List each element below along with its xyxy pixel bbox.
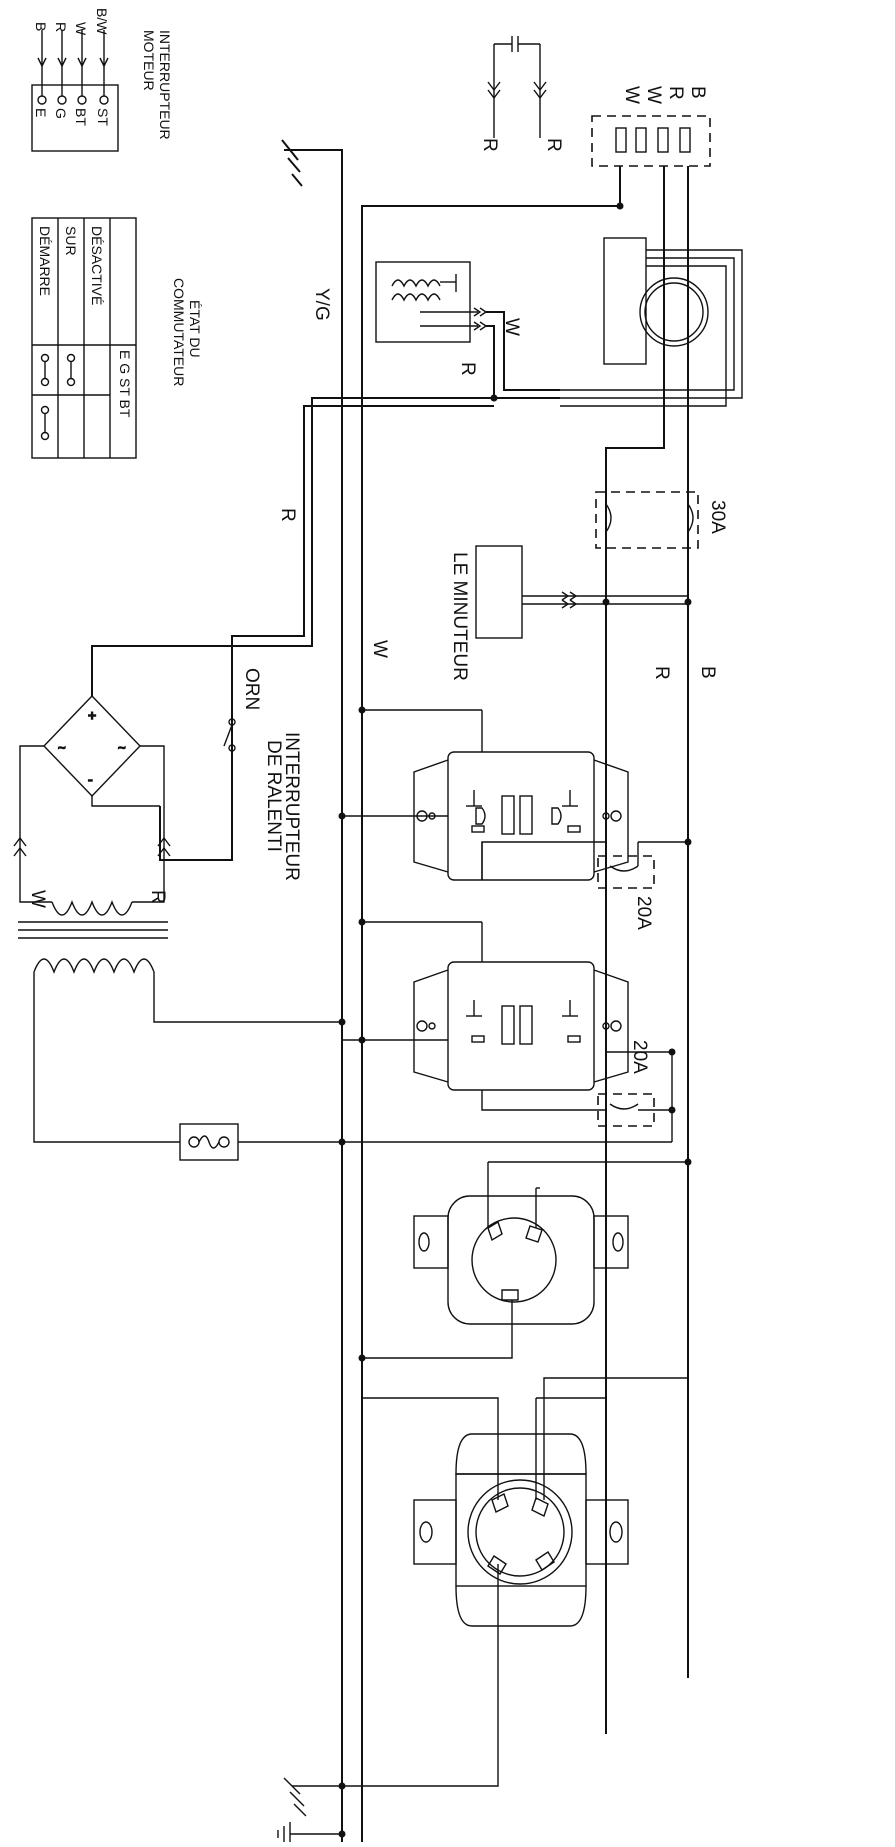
connector-label-w1: W: [643, 86, 664, 104]
ground-symbols: [277, 1777, 342, 1846]
transformer-label-r: R: [147, 890, 168, 904]
engine-switch-wire-b: B: [33, 22, 49, 31]
terminal-connector: B R W W: [591, 86, 711, 167]
exciter-label-r: R: [457, 362, 478, 376]
engine-switch: INTERRUPTEUR MOTEUR B/W W R B ST BT G E: [31, 8, 173, 152]
engine-switch-term-e: E: [33, 108, 49, 117]
gfci-outlet-1: [342, 709, 629, 881]
svg-text:+: +: [88, 707, 96, 723]
idle-switch-label-1: INTERRUPTEUR: [281, 732, 302, 881]
transformer: [18, 862, 342, 1143]
switch-state-title-1: ÉTAT DU: [187, 300, 203, 358]
label-yg: Y/G: [311, 288, 332, 321]
engine-switch-term-bt: BT: [73, 108, 89, 126]
breaker-20a-1-label: 20A: [633, 896, 654, 930]
fuse: [179, 1123, 672, 1161]
svg-text:~: ~: [58, 740, 66, 755]
connector-label-b: B: [687, 86, 708, 99]
idle-switch-label-2: DE RALENTI: [263, 740, 284, 852]
twistlock-outlet-4: [344, 1377, 688, 1787]
connector-label-w2: W: [621, 86, 642, 104]
exciter-label-w: W: [501, 318, 522, 336]
switch-state-columns: E G ST BT: [117, 350, 133, 418]
breaker-20a-2-label: 20A: [629, 1040, 650, 1074]
breaker-20a-1: 20A: [597, 841, 688, 930]
engine-switch-term-g: G: [53, 108, 69, 119]
engine-switch-wire-w: W: [73, 22, 89, 36]
twistlock-outlet-3: [362, 1161, 688, 1359]
timer-label: LE MINUTEUR: [449, 552, 470, 681]
label-r-rail: R: [651, 666, 672, 680]
engine-switch-wire-r: R: [53, 22, 69, 32]
gfci-outlet-2: [342, 921, 629, 1111]
breaker-30a: 30A: [595, 491, 728, 549]
engine-switch-term-st: ST: [95, 108, 111, 126]
switch-state-row-on: SUR: [63, 226, 79, 256]
capacitor-leads: [487, 36, 547, 138]
wire-network: [91, 139, 689, 1846]
switch-state-row-start: DÉMARRE: [37, 226, 53, 296]
engine-switch-wire-bw: B/W: [94, 8, 110, 35]
timer: LE MINUTEUR: [449, 545, 688, 681]
switch-state-title-2: COMMUTATEUR: [171, 278, 187, 386]
breaker-20a-2: 20A: [597, 1040, 673, 1142]
label-r-rect: R: [277, 508, 298, 522]
engine-switch-title-1: INTERRUPTEUR: [157, 30, 173, 140]
engine-switch-box: [31, 84, 119, 152]
svg-text:~: ~: [118, 740, 126, 755]
switch-state-row-off: DÉSACTIVÉ: [89, 226, 105, 305]
svg-text:-: -: [88, 771, 93, 787]
switch-state-table: ÉTAT DU COMMUTATEUR E G ST BT DÉSACTIVÉ …: [31, 217, 203, 459]
exciter-coil: [375, 261, 488, 343]
alternator-winding: [560, 237, 743, 407]
engine-switch-title-2: MOTEUR: [141, 30, 157, 91]
breaker-30a-label: 30A: [707, 500, 728, 534]
connector-label-r: R: [665, 86, 686, 100]
cap-lead-label-1: R: [479, 138, 500, 152]
cap-lead-label-2: R: [543, 138, 564, 152]
label-w-rail: W: [369, 640, 390, 658]
transformer-label-w: W: [27, 890, 48, 908]
label-orn: ORN: [241, 668, 262, 710]
idle-switch: [223, 646, 236, 806]
label-b-rail: B: [697, 666, 718, 679]
bridge-rectifier: + - ~ ~: [13, 694, 171, 862]
